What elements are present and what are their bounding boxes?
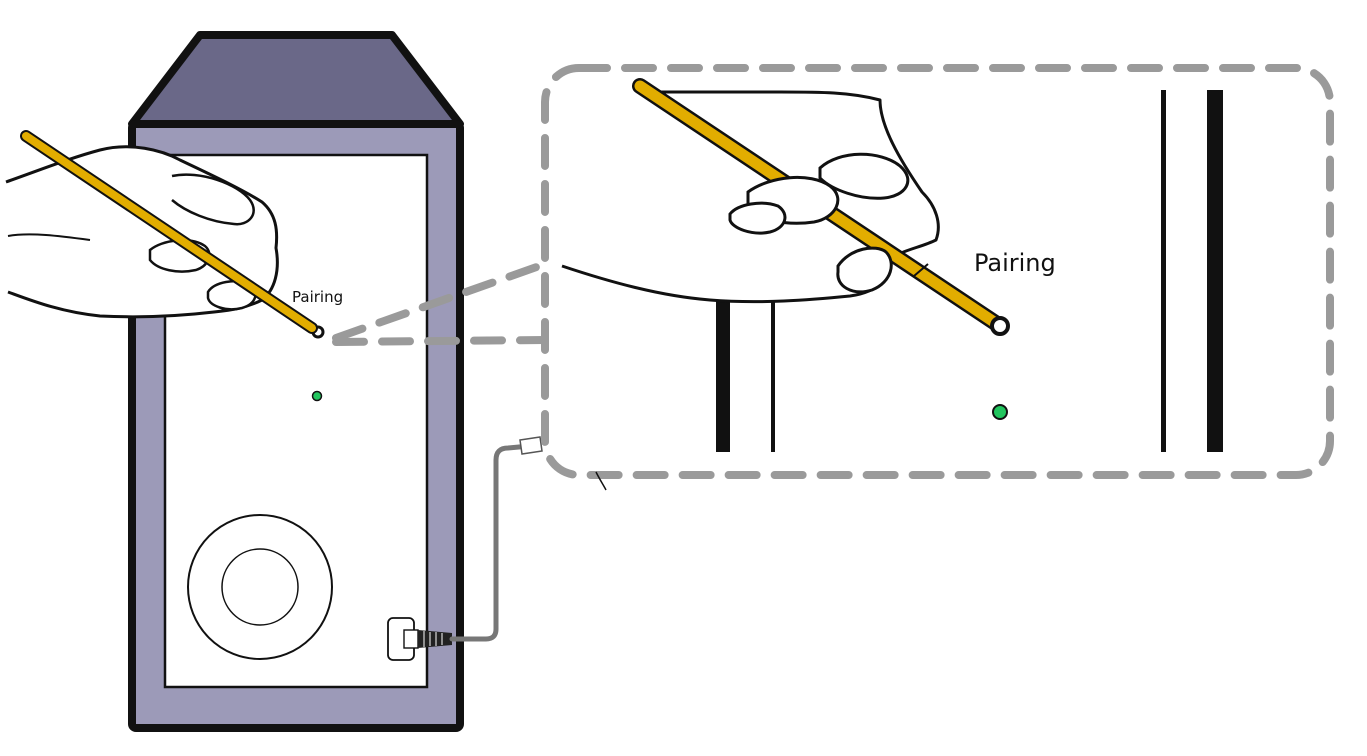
status-led-icon: [311, 390, 323, 402]
speaker-woofer-inner: [221, 548, 299, 626]
zoom-panel-edge-right-thin: [1161, 90, 1166, 452]
cable-hook-detail: [595, 471, 607, 491]
pairing-label: Pairing: [292, 288, 343, 306]
zoom-callout: Pairing: [541, 64, 1334, 479]
power-plug-icon: [387, 617, 452, 661]
callout-connector: [332, 260, 549, 346]
zoom-panel-edge-left-thick: [716, 300, 730, 452]
zoom-panel-edge-right-thick: [1207, 90, 1223, 452]
pen: [20, 130, 318, 334]
status-led-icon: [992, 404, 1008, 420]
pairing-pin-icon: [990, 316, 1010, 336]
power-cable: [449, 443, 533, 642]
hand-fingers-front: [171, 173, 255, 226]
hand-fingers-front: [728, 152, 910, 294]
power-cable-connector: [519, 436, 543, 455]
speaker: [128, 31, 543, 732]
speaker-top-cap: [128, 31, 464, 128]
zoom-panel-edge-left-thin: [771, 300, 775, 452]
pairing-label-zoom: Pairing: [974, 249, 1056, 277]
